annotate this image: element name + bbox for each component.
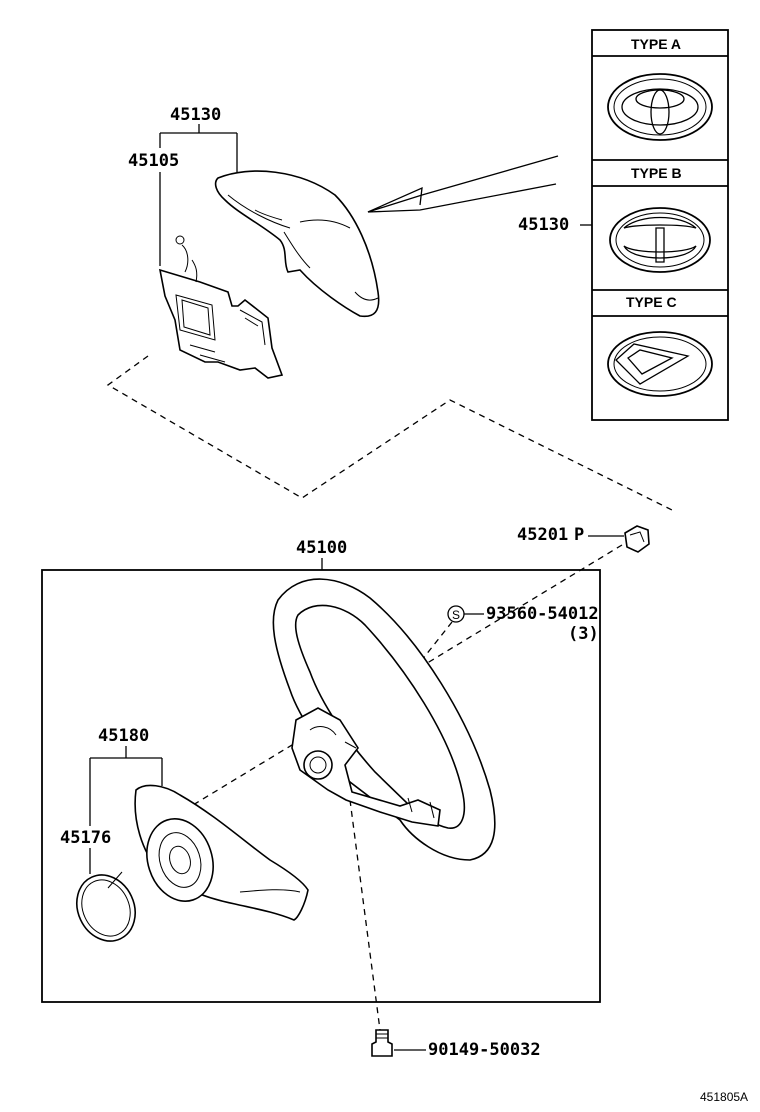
emblem-part-number: 45130 [518,215,569,235]
type-b-emblem-icon [609,207,711,273]
figure-id: 451805A [700,1090,748,1104]
type-b-label: TYPE B [631,165,682,181]
plate-part-number: 45176 [60,828,111,848]
screw-mark-symbol: S [452,608,460,622]
nut-part [624,525,650,553]
steering-wheel-part [272,578,496,861]
emblem-arrow [367,155,559,213]
emblem-arrow-head [367,186,423,213]
bracket-part [158,235,284,379]
type-a-label: TYPE A [631,36,681,52]
screw-quantity: (3) [568,624,599,644]
steering-cover-part [214,170,380,318]
cover-leader-lines [159,124,238,266]
cover-part-number: 45130 [170,105,221,125]
contact-plate-part [76,871,136,942]
bracket-part-number: 45105 [128,151,179,171]
wheel-part-number: 45100 [296,538,347,558]
nut-part-number: 45201 [517,525,568,545]
bolt-dash-line [349,799,381,1031]
nut-part-suffix: P [574,525,584,545]
assembly-dash-line [106,355,673,511]
screw-part-number: 93560-54012 [486,604,599,624]
type-c-emblem-icon [607,331,713,397]
pad-leader-lines [89,746,163,874]
horn-pad-part [134,784,309,921]
pad-part-number: 45180 [98,726,149,746]
type-c-label: TYPE C [626,294,677,310]
type-a-emblem-icon [607,73,713,141]
wheel-assembly-frame [41,569,601,1003]
screw-marker: S [447,605,465,623]
bolt-part [371,1029,393,1057]
bolt-part-number: 90149-50032 [428,1040,541,1060]
